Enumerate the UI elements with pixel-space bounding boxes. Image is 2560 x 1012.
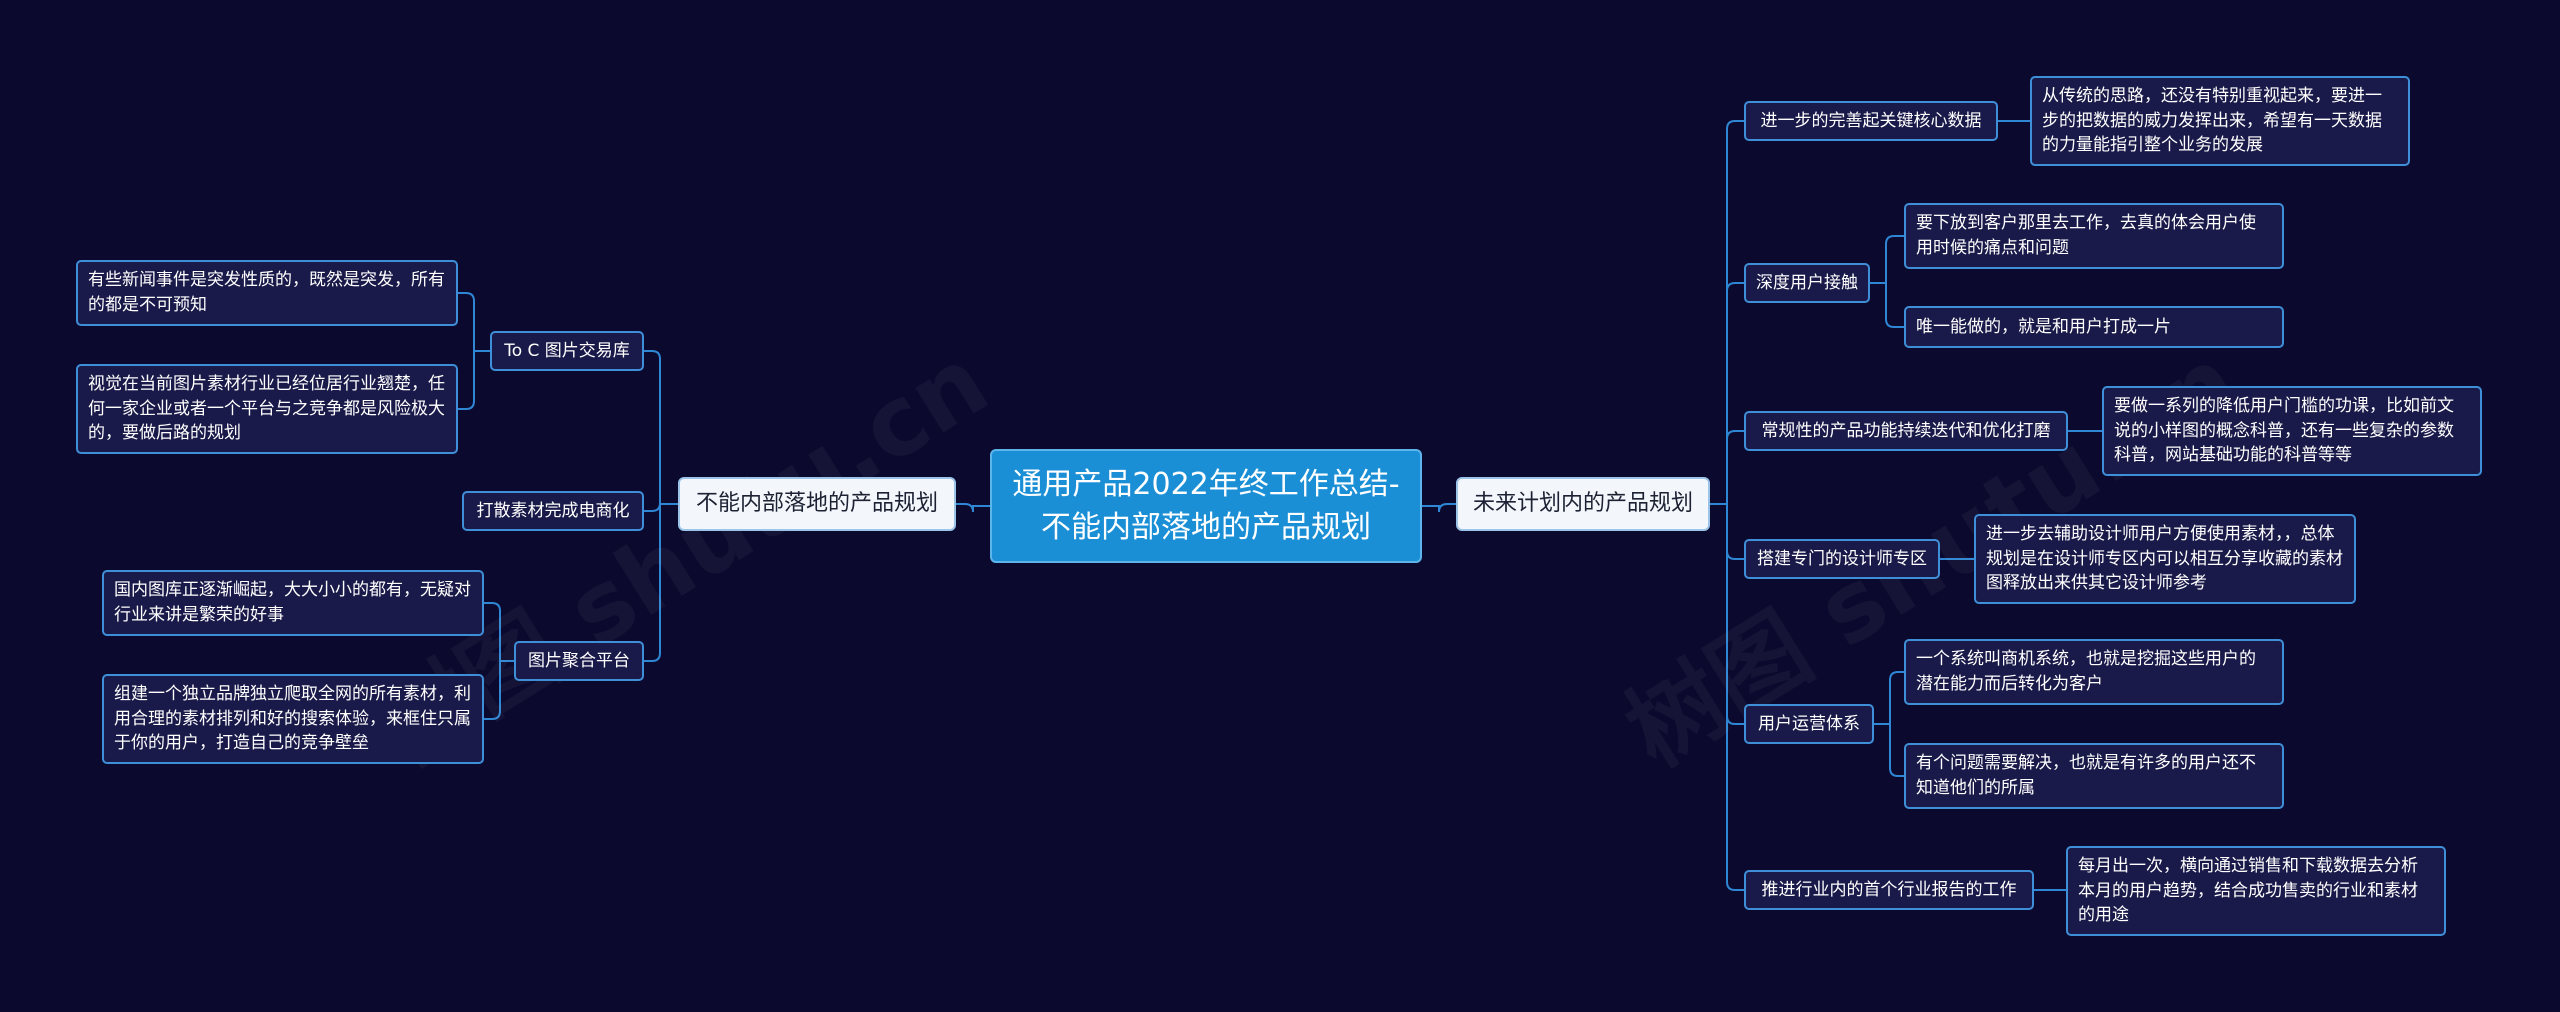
leaf-news-events[interactable]: 有些新闻事件是突发性质的，既然是突发，所有的都是不可预知 xyxy=(76,260,458,326)
branch-right-main[interactable]: 未来计划内的产品规划 xyxy=(1456,477,1710,531)
link-contact-1 xyxy=(1870,282,1904,328)
link-right-1 xyxy=(1710,282,1744,505)
branch-left-main[interactable]: 不能内部落地的产品规划 xyxy=(678,477,956,531)
branch-iteration[interactable]: 常规性的产品功能持续迭代和优化打磨 xyxy=(1744,411,2068,451)
link-contact-0 xyxy=(1870,235,1904,284)
leaf-lower-threshold[interactable]: 要做一系列的降低用户门槛的功课，比如前文说的小样图的概念科普，还有一些复杂的参数… xyxy=(2102,386,2482,476)
link-root-right-0 xyxy=(1422,503,1456,513)
branch-industry-report[interactable]: 推进行业内的首个行业报告的工作 xyxy=(1744,870,2034,910)
leaf-domestic-galleries[interactable]: 国内图库正逐渐崛起，大大小小的都有，无疑对行业来讲是繁荣的好事 xyxy=(102,570,484,636)
leaf-designer-assist[interactable]: 进一步去辅助设计师用户方便使用素材，，总体规划是在设计师专区内可以相互分享收藏的… xyxy=(1974,514,2356,604)
leaf-data-power[interactable]: 从传统的思路，还没有特别重视起来，要进一步的把数据的威力发挥出来，希望有一天数据… xyxy=(2030,76,2410,166)
branch-core-data[interactable]: 进一步的完善起关键核心数据 xyxy=(1744,101,1998,141)
link-ops-1 xyxy=(1874,723,1904,777)
link-right-2 xyxy=(1710,430,1744,505)
link-root-left-0 xyxy=(956,503,990,513)
link-right-5 xyxy=(1710,503,1744,891)
leaf-industry-leader[interactable]: 视觉在当前图片素材行业已经位居行业翘楚，任何一家企业或者一个平台与之竞争都是风险… xyxy=(76,364,458,454)
branch-user-operation[interactable]: 用户运营体系 xyxy=(1744,704,1874,744)
leaf-bond-with-users[interactable]: 唯一能做的，就是和用户打成一片 xyxy=(1904,306,2284,348)
leaf-opportunity-system[interactable]: 一个系统叫商机系统，也就是挖掘这些用户的潜在能力而后转化为客户 xyxy=(1904,639,2284,705)
link-ops-0 xyxy=(1874,671,1904,725)
root-topic[interactable]: 通用产品2022年终工作总结-不能内部落地的产品规划 xyxy=(990,449,1422,563)
branch-ecommerce[interactable]: 打散素材完成电商化 xyxy=(462,491,644,531)
link-agg-1 xyxy=(484,660,514,720)
link-toc-1 xyxy=(458,350,490,410)
branch-designer-zone[interactable]: 搭建专门的设计师专区 xyxy=(1744,539,1940,579)
leaf-independent-brand[interactable]: 组建一个独立品牌独立爬取全网的所有素材，利用合理的素材排列和好的搜索体验，来框住… xyxy=(102,674,484,764)
link-left-0 xyxy=(644,350,678,505)
leaf-monthly-report[interactable]: 每月出一次，横向通过销售和下载数据去分析本月的用户趋势，结合成功售卖的行业和素材… xyxy=(2066,846,2446,936)
link-left-2 xyxy=(644,503,678,662)
branch-toc-library[interactable]: To C 图片交易库 xyxy=(490,331,644,371)
branch-user-contact[interactable]: 深度用户接触 xyxy=(1744,263,1870,303)
leaf-go-to-customers[interactable]: 要下放到客户那里去工作，去真的体会用户使用时候的痛点和问题 xyxy=(1904,203,2284,269)
link-right-0 xyxy=(1710,120,1744,505)
link-agg-0 xyxy=(484,602,514,662)
link-toc-0 xyxy=(458,292,490,352)
branch-aggregation-platform[interactable]: 图片聚合平台 xyxy=(514,641,644,681)
leaf-user-ownership[interactable]: 有个问题需要解决，也就是有许多的用户还不知道他们的所属 xyxy=(1904,743,2284,809)
